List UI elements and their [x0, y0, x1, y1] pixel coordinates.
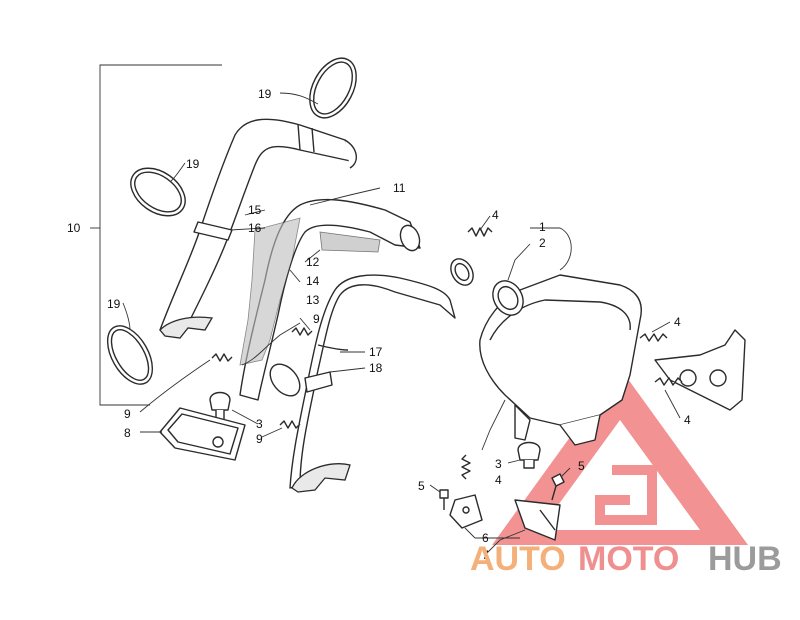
callout-19-bottom: 19 [107, 297, 121, 311]
watermark-text: AUTO MOTO HUB [470, 540, 782, 578]
callout-4-top: 4 [492, 208, 499, 222]
clamp-19-middle [130, 167, 186, 217]
callout-7: 7 [482, 548, 489, 562]
group-bracket-10 [90, 64, 222, 406]
mount-bracket-right [654, 329, 746, 411]
bolt-5-right [551, 473, 565, 501]
bolt-5-left [439, 489, 449, 510]
exhaust-pipe-17 [289, 274, 456, 493]
bracket-7 [514, 499, 561, 541]
callout-11: 11 [393, 181, 406, 195]
callout-5-left: 5 [418, 479, 425, 493]
springs-9 [211, 327, 313, 429]
callout-4-right-upper: 4 [674, 315, 681, 329]
bracket-6 [449, 494, 483, 529]
callout-13: 13 [306, 293, 320, 307]
callout-9-upper: 9 [313, 312, 320, 326]
callout-10: 10 [67, 221, 81, 235]
leader-lines [122, 92, 681, 556]
callout-12: 12 [306, 255, 320, 269]
callout-labels: 1 2 3 3 9 4 4 4 4 5 5 6 7 8 9 9 10 11 12… [67, 87, 691, 562]
watermark-hub: HUB [708, 540, 782, 578]
rubber-mount-3-right [517, 441, 541, 469]
callout-4-bottom: 4 [495, 473, 502, 487]
callout-2: 2 [539, 236, 546, 250]
exhaust-pipe-11 [239, 198, 421, 401]
watermark-moto: MOTO [578, 540, 679, 578]
callout-3-left: 3 [256, 417, 263, 431]
callout-9-left: 9 [124, 407, 131, 421]
exhaust-pipe-15 [159, 118, 357, 339]
callout-6: 6 [482, 531, 489, 545]
watermark-logo [492, 368, 748, 545]
spring-4-right-upper [639, 333, 668, 342]
spring-4-bottom [461, 454, 471, 480]
rubber-mount-3-left [209, 391, 231, 421]
callout-3-right: 3 [495, 457, 502, 471]
mount-tray-8 [159, 407, 246, 461]
callout-19-top: 19 [258, 87, 272, 101]
callout-8: 8 [124, 426, 131, 440]
clamp-19-bottom [106, 325, 154, 385]
coupler-ring-2 [450, 258, 474, 286]
clamp-19-top [309, 57, 357, 119]
callout-16: 16 [248, 221, 262, 235]
callout-4-right-lower: 4 [684, 413, 691, 427]
callout-15: 15 [248, 203, 262, 217]
callout-5-right: 5 [578, 459, 585, 473]
callout-14: 14 [306, 274, 320, 288]
watermark-auto: AUTO [470, 540, 566, 578]
callout-1: 1 [539, 220, 546, 234]
callout-17: 17 [369, 345, 383, 359]
callout-9-lower: 9 [256, 432, 263, 446]
spring-4-top [467, 227, 493, 237]
spring-4-right-lower [654, 377, 683, 386]
callout-19-middle: 19 [186, 157, 200, 171]
callout-18: 18 [369, 361, 383, 375]
muffler-1 [479, 274, 642, 446]
